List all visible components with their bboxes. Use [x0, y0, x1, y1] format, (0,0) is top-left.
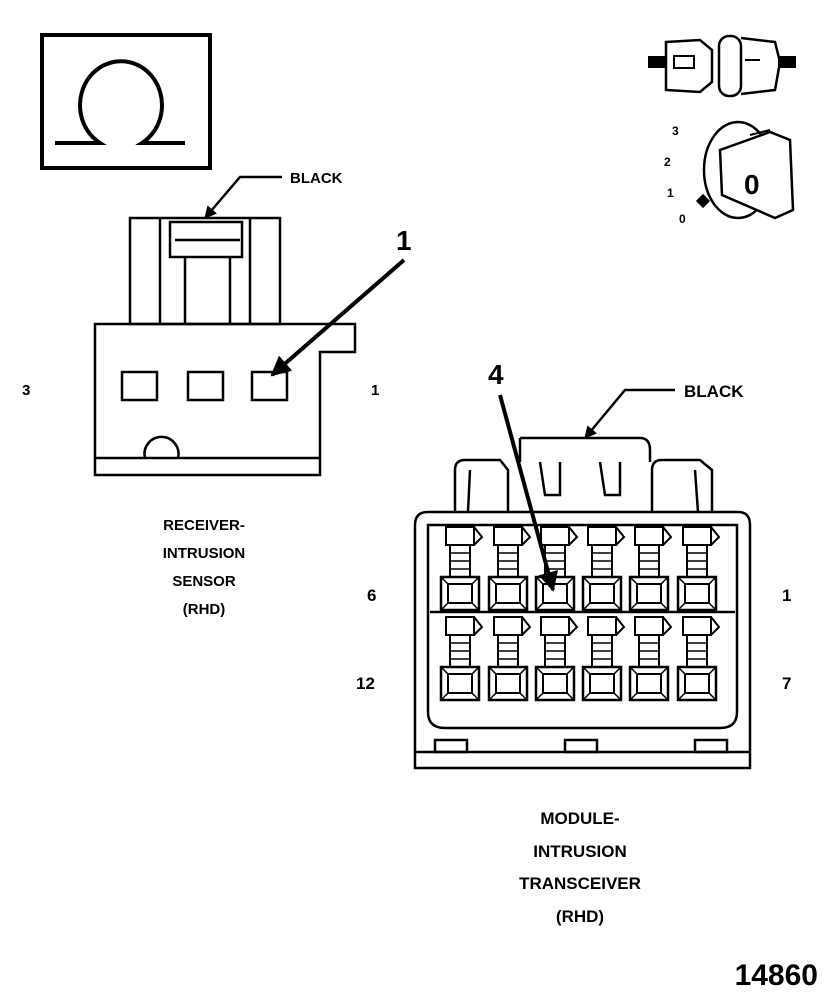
- transceiver-color-label: BLACK: [684, 382, 744, 401]
- terminal-cavity: [534, 526, 579, 612]
- receiver-pin-right: 1: [371, 382, 379, 399]
- ignition-key-icon: 0 3 2 1 0: [664, 120, 795, 226]
- transceiver-pin-top-right: 1: [782, 586, 791, 605]
- terminal-cavity: [676, 526, 721, 612]
- svg-text:TRANSCEIVER: TRANSCEIVER: [519, 874, 641, 893]
- receiver-pin-left: 3: [22, 382, 30, 399]
- terminal-cavity: [439, 526, 484, 612]
- svg-text:MODULE-: MODULE-: [540, 809, 619, 828]
- svg-text:INTRUSION: INTRUSION: [533, 842, 627, 861]
- ignition-position-0: 0: [679, 212, 686, 226]
- svg-text:(RHD): (RHD): [556, 907, 604, 926]
- terminal-cavity: [487, 526, 532, 612]
- receiver-title: RECEIVER- INTRUSION SENSOR (RHD): [163, 517, 246, 618]
- svg-text:SENSOR: SENSOR: [172, 573, 236, 590]
- svg-text:INTRUSION: INTRUSION: [163, 545, 246, 562]
- terminal-cavity: [676, 616, 721, 702]
- terminal-cavity: [534, 616, 579, 702]
- transceiver-title: MODULE- INTRUSION TRANSCEIVER (RHD): [519, 809, 641, 926]
- connector-icon: [648, 34, 796, 98]
- transceiver-callout-number: 4: [488, 359, 504, 390]
- terminal-cavity: [487, 616, 532, 702]
- terminal-cavity: [628, 526, 673, 612]
- transceiver-pin-bottom-right: 7: [782, 674, 791, 693]
- receiver-sensor-connector: [93, 216, 357, 477]
- terminal-cavity: [439, 616, 484, 702]
- ignition-position-3: 3: [672, 124, 679, 138]
- svg-text:(RHD): (RHD): [183, 601, 226, 618]
- svg-text:0: 0: [744, 169, 760, 200]
- transceiver-pin-bottom-left: 12: [356, 674, 375, 693]
- transceiver-pin-grid: [439, 526, 721, 702]
- transceiver-pin-top-left: 6: [367, 586, 376, 605]
- ohm-icon: [40, 33, 212, 170]
- receiver-callout-number: 1: [396, 225, 412, 256]
- terminal-cavity: [581, 526, 626, 612]
- figure-number: 14860: [735, 959, 818, 992]
- receiver-color-label: BLACK: [290, 170, 343, 187]
- ignition-position-1: 1: [667, 186, 674, 200]
- terminal-cavity: [581, 616, 626, 702]
- ignition-position-2: 2: [664, 155, 671, 169]
- svg-text:RECEIVER-: RECEIVER-: [163, 517, 245, 534]
- terminal-cavity: [628, 616, 673, 702]
- transceiver-connector: [413, 436, 752, 770]
